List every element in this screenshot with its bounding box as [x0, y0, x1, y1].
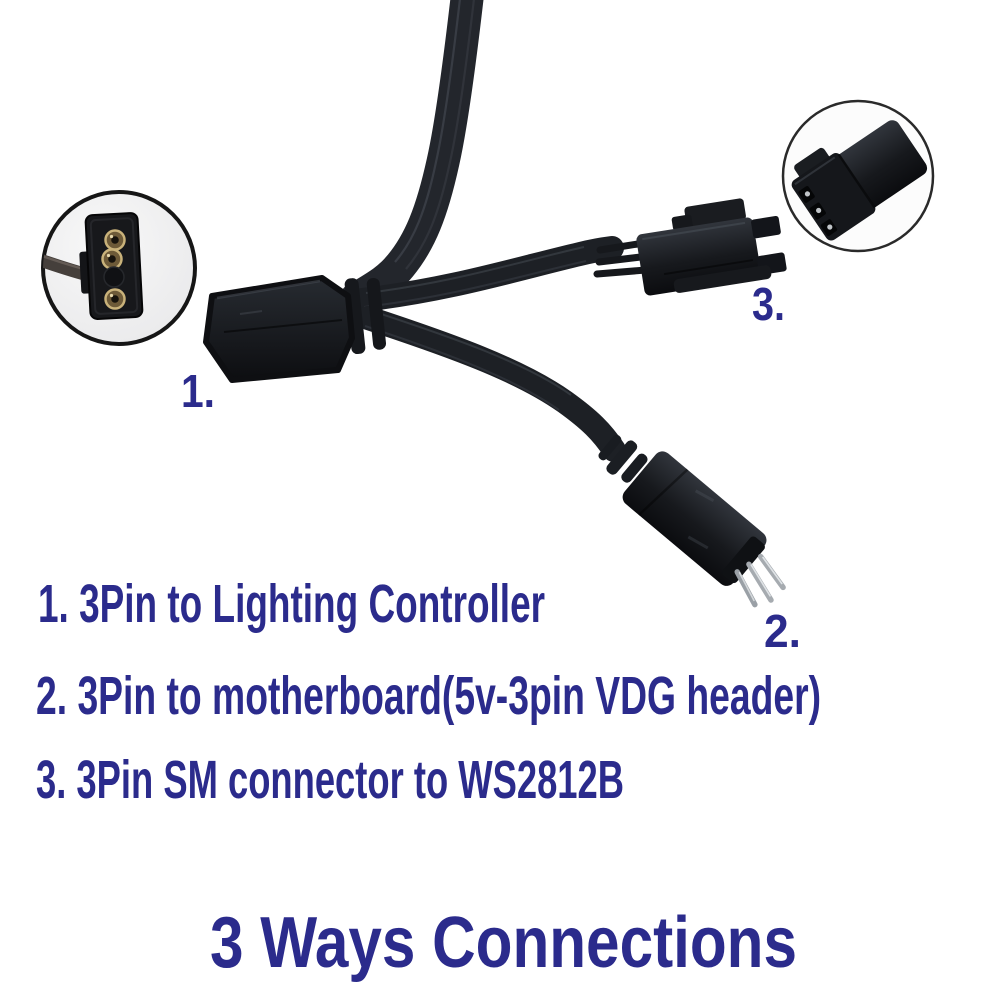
connector-3-sm-plug	[636, 198, 787, 296]
label-connector-1: 1.	[181, 365, 215, 417]
gold-pin-holes	[101, 229, 126, 310]
branch-cable-to-sm	[350, 236, 654, 312]
branch-cable-to-pins	[356, 306, 626, 462]
inset-closeup-sm-connector	[781, 99, 935, 253]
list-item-1: 1. 3Pin to Lighting Controller	[38, 574, 545, 634]
page-title: 3 Ways Connections	[210, 903, 797, 983]
inset-closeup-3pin-socket	[41, 190, 197, 346]
connector-1-3pin-block	[203, 275, 355, 383]
connector-2-3pin-male-pins	[598, 434, 786, 608]
list-item-3: 3. 3Pin SM connector to WS2812B	[36, 750, 624, 810]
metal-pins	[734, 553, 786, 608]
main-input-cable	[339, 0, 484, 316]
sm-connector-body	[791, 120, 928, 241]
list-item-2: 2. 3Pin to motherboard(5v-3pin VDG heade…	[36, 666, 821, 726]
label-connector-3: 3.	[752, 278, 785, 330]
label-connector-2: 2.	[764, 605, 801, 657]
